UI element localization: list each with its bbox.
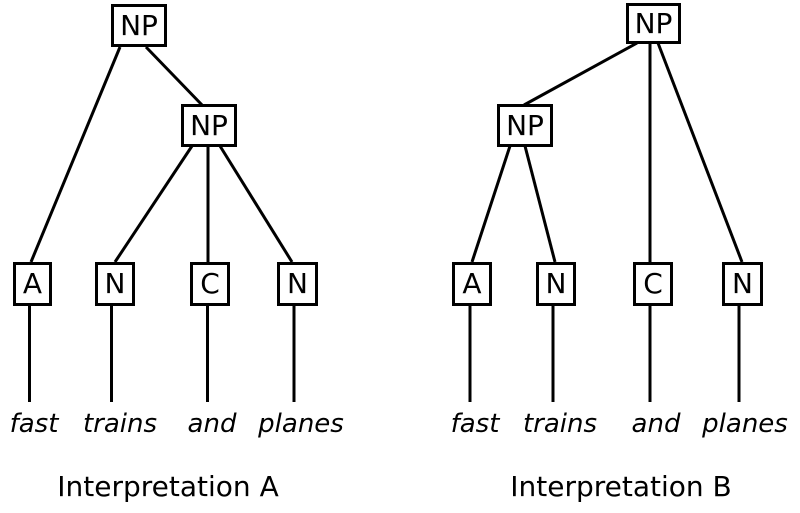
tree-a-leaf-n2-node: N xyxy=(277,262,318,306)
tree-a-root-np-node: NP xyxy=(111,4,167,47)
tree-b-root-np-node: NP xyxy=(626,3,681,44)
edge-b-innernp-to-n1 xyxy=(523,145,557,263)
tree-b-word-trains: trains xyxy=(522,409,598,439)
tree-b-caption: Interpretation B xyxy=(510,470,732,503)
tree-b-leaf-a-node: A xyxy=(452,262,492,306)
tree-b-leaf-n2-node: N xyxy=(722,262,763,306)
edge-b-root-to-innernp xyxy=(523,41,638,107)
tree-b-leaf-c-node: C xyxy=(633,262,673,306)
tree-a-inner-np-node: NP xyxy=(181,104,237,147)
tree-a-word-trains: trains xyxy=(82,409,158,439)
tree-b-inner-np-node: NP xyxy=(497,104,553,147)
tree-b-leaf-n1-node: N xyxy=(536,262,576,306)
tree-a-word-planes: planes xyxy=(258,409,344,439)
tree-a-leaf-n1-node: N xyxy=(95,262,135,306)
tree-a-word-and: and xyxy=(187,409,237,439)
tree-a-word-fast: fast xyxy=(9,409,59,439)
tree-a-leaf-a-node: A xyxy=(13,262,52,306)
tree-a-caption: Interpretation A xyxy=(57,470,279,503)
edge-a-innernp-to-n2 xyxy=(218,145,294,263)
edge-b-innernp-to-a xyxy=(470,145,512,263)
edge-a-root-to-innernp xyxy=(144,45,205,108)
edge-a-innernp-to-n1 xyxy=(113,145,194,263)
edge-group xyxy=(28,41,744,402)
tree-b-word-and: and xyxy=(631,409,681,439)
tree-b-word-planes: planes xyxy=(702,409,788,439)
edge-b-root-to-n2 xyxy=(656,42,744,263)
tree-a-leaf-c-node: C xyxy=(190,262,230,306)
tree-b-word-fast: fast xyxy=(450,409,500,439)
edge-a-root-to-a xyxy=(29,46,122,263)
